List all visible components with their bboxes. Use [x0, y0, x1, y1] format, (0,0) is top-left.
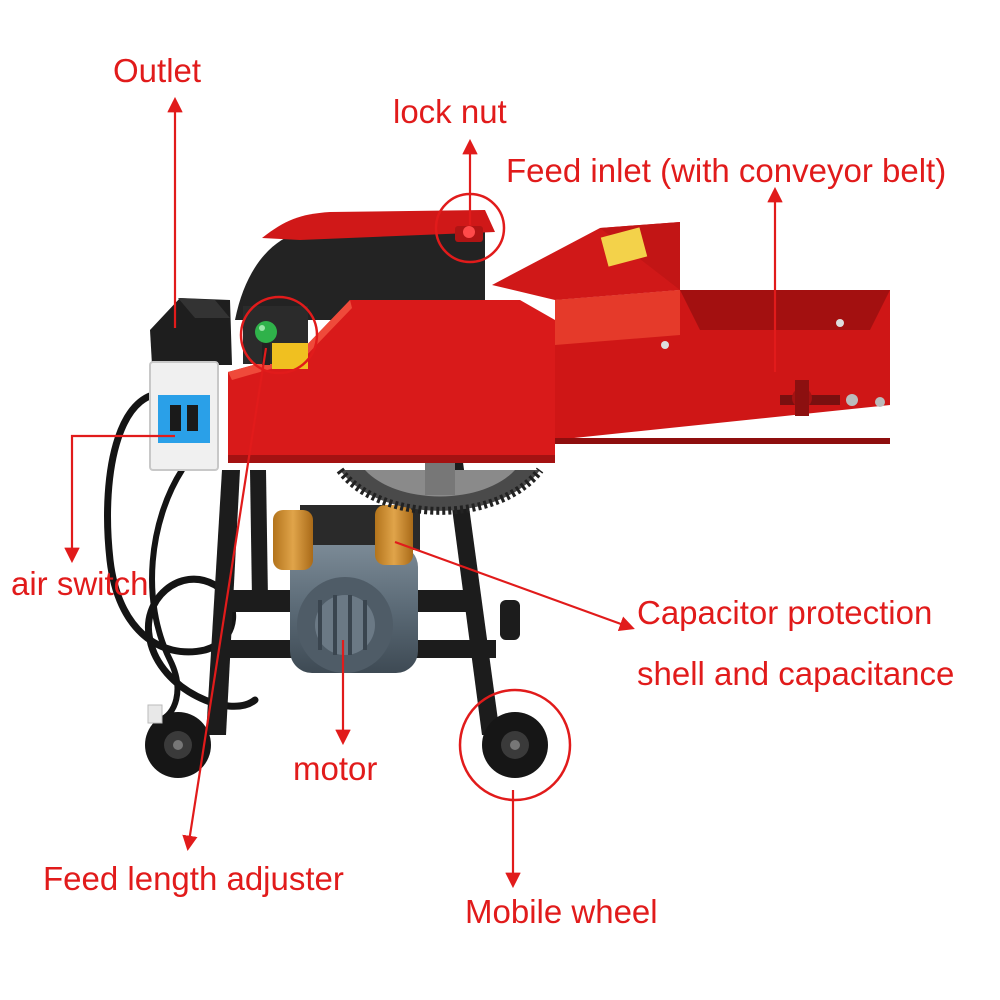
main-housing	[228, 300, 555, 463]
plug	[147, 704, 163, 724]
lock-nut	[455, 226, 483, 242]
capacitor-arrow	[394, 540, 635, 632]
mobile-wheel	[482, 712, 548, 778]
air-switch-label: air switch	[11, 565, 149, 602]
power-cable-loop	[149, 467, 185, 723]
motor-label: motor	[293, 750, 378, 787]
feed-inlet-label: Feed inlet (with conveyor belt)	[506, 152, 947, 189]
capacitors	[273, 505, 413, 570]
capacitor-label-line2: shell and capacitance	[637, 655, 955, 692]
outlet-chute	[150, 298, 232, 365]
air-switch-box	[149, 361, 219, 471]
conveyor-handle	[780, 380, 885, 416]
outlet-label: Outlet	[113, 52, 202, 89]
lock-nut-label: lock nut	[393, 93, 507, 130]
capacitor-label-line1: Capacitor protection	[637, 594, 933, 631]
mobile-wheel-label: Mobile wheel	[465, 893, 658, 930]
feed-length-adjuster-label: Feed length adjuster	[43, 860, 344, 897]
gear-wheel	[336, 455, 544, 515]
wheel-highlight-circle	[458, 688, 572, 802]
left-wheel	[145, 712, 211, 778]
air-switch-arrow	[64, 434, 175, 564]
feed-length-arrow	[182, 347, 268, 852]
adjuster-highlight-circle	[239, 295, 319, 375]
